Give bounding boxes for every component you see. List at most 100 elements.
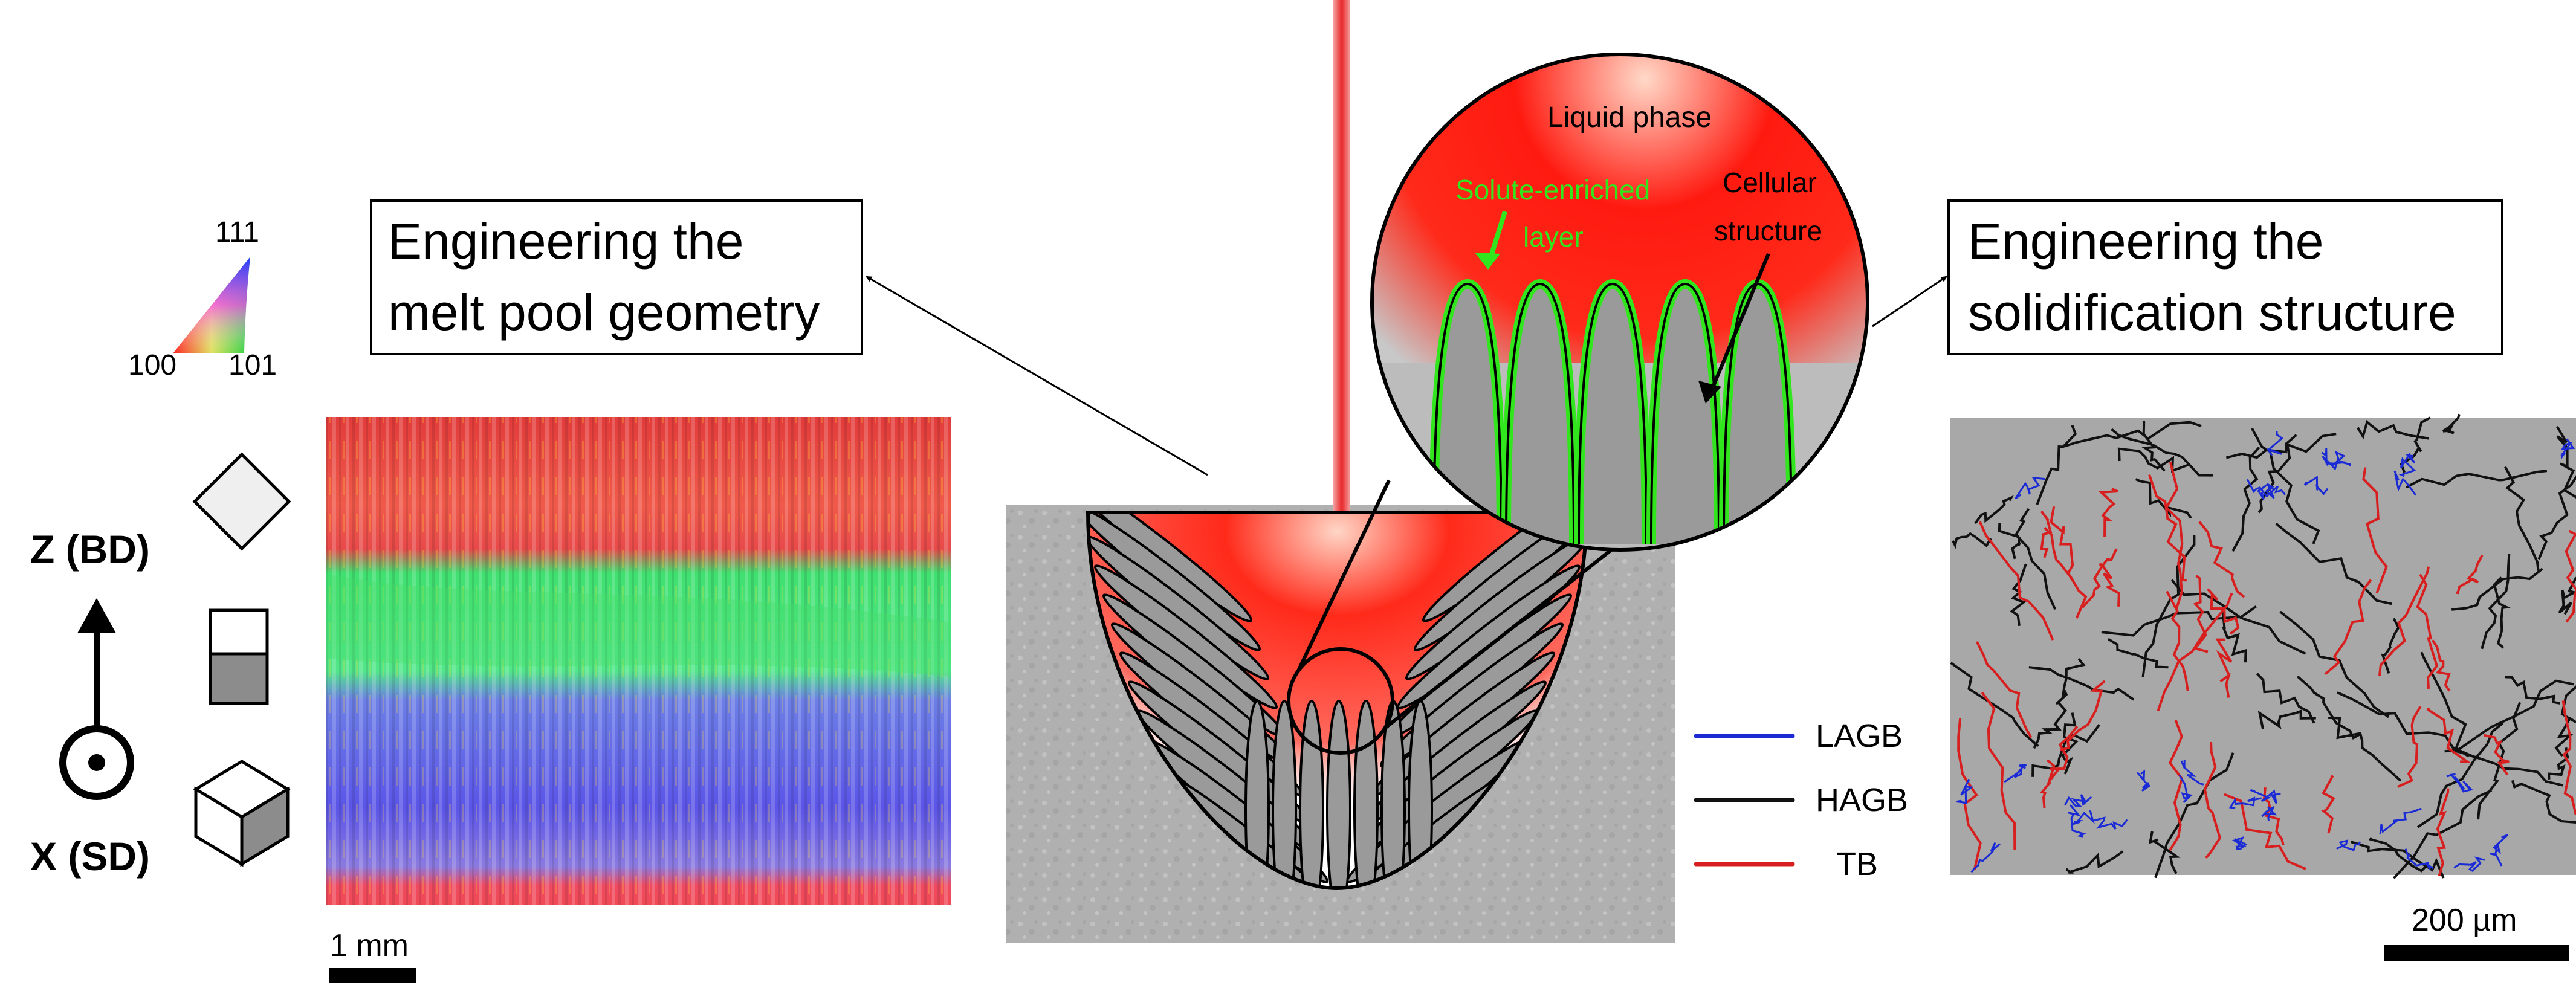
solute-label-line2: layer [1523,221,1584,253]
grain-boundary-segment [2246,479,2286,498]
columnar-grain [1326,700,1351,888]
grain-boundary-segment [2064,794,2092,807]
grain-boundary-segment [2397,706,2422,788]
grain-boundary-segment [2436,788,2450,877]
grain-boundary-segment [2404,848,2434,870]
sample-axes: Z (BD) X (SD) [30,527,150,879]
grain-boundary-segment [2257,709,2316,730]
scale-bar-right: 200 µm [2384,903,2569,961]
pointer-to-solidification-callout [1872,276,1947,328]
cell-dendrite-outline [1505,282,1575,544]
grain-boundary-segment [2111,428,2213,477]
ipf-label-111: 111 [215,216,259,248]
grain-boundary-segment [2044,526,2088,619]
x-axis-out-of-plane-symbol [59,725,134,800]
cell-dendrite-outline [1650,282,1720,544]
grain-boundary-segment [1950,662,2039,747]
columnar-grain [1299,700,1324,888]
laser-beam [1333,0,1350,512]
solute-label-line1: Solute-enriched [1455,174,1650,205]
solute-arrowhead [1475,253,1500,270]
grain-boundary-segment [2166,590,2189,691]
columnar-grain [1272,700,1297,888]
grain-boundary-segment [2504,466,2540,571]
callout-solidification-line1: Engineering the [1968,213,2323,270]
grain-boundary-segment [2379,807,2422,834]
grain-boundary-segment [2040,759,2056,809]
cell-dendrite [1429,279,1506,544]
cube-110-icon [209,608,269,705]
grain-boundary-segment [2561,700,2576,816]
grain-boundary-segment [1978,521,2054,641]
callout-solidification: Engineering the solidification structure [1947,199,2503,355]
legend-label-lagb: LAGB [1816,718,1903,754]
grain-boundary-segment [2157,592,2233,711]
columnar-grain [1353,700,1379,888]
grain-boundary-segment [2481,554,2511,650]
boundary-legend: LAGB HAGB TB [1694,718,1908,882]
grain-boundary-segment [2072,809,2095,825]
grain-boundary-segment [2068,804,2086,838]
grain-boundary-segment [2493,576,2511,649]
grain-boundary-segment [2099,563,2120,607]
z-axis-label: Z (BD) [30,527,150,572]
grain-boundary-segment [2055,658,2086,705]
grain-boundary-segment [2362,467,2388,593]
grain-boundary-segment [2505,676,2561,705]
grain-boundary-segment [2107,638,2169,669]
liquid-phase-label: Liquid phase [1547,102,1712,134]
grain-boundary-segment [2279,610,2390,718]
callout-melt-pool: Engineering the melt pool geometry [370,199,863,355]
grain-boundary-segment [2357,420,2429,440]
grain-boundary-segment [2456,554,2484,595]
cellular-arrowhead [1698,381,1721,404]
grain-boundary-segment [2398,453,2416,477]
callout-solidification-line2: solidification structure [1968,284,2456,341]
grain-boundary-segment [2511,780,2576,824]
legend-label-hagb: HAGB [1816,782,1908,818]
callout-melt-pool-line2: melt pool geometry [388,284,820,341]
grain-boundary-segment [2322,450,2346,471]
scale-bar-left-bar [329,968,416,983]
grain-boundary-segment [2207,588,2240,635]
cellular-dendrites [1429,279,1796,544]
grain-boundary-segment [1998,523,2057,610]
x-axis-label: X (SD) [30,834,150,879]
cell-dendrite [1646,279,1724,544]
grain-boundary-segment [2351,841,2445,879]
grain-boundary-segment [2565,529,2576,623]
grain-boundary-segment [2065,850,2124,874]
crystal-orientation-icons [192,452,291,867]
grain-boundary-segment [2231,446,2260,552]
grain-boundary-segment [2081,548,2118,608]
grain-boundary-segment [2061,712,2079,775]
scale-bar-right-label: 200 µm [2412,903,2517,938]
cube-111-icon [193,760,291,867]
grain-boundary-segment [2059,680,2106,752]
grain-boundary-segment [2141,421,2166,472]
grain-boundary-segment [2321,448,2351,466]
grain-boundary-segment [2256,673,2315,724]
cell-dendrite [1501,279,1579,544]
legend-label-tb: TB [1836,846,1878,882]
grain-boundary-segment [2560,438,2575,460]
grain-boundary-segment [2033,701,2067,749]
grain-boundary-segment [2050,506,2074,581]
solidification-inset: Liquid phase Solute-enriched layer Cellu… [1370,53,1869,552]
x-axis-dot [88,754,105,771]
grain-boundary-segment [2180,760,2204,786]
grain-boundary-segment [2257,434,2297,514]
grain-boundary-segment [2555,425,2576,499]
grain-boundary-segment [2451,679,2574,754]
grain-boundary-segment [2477,702,2522,820]
grain-boundary-segment [2381,618,2400,674]
grain-boundary-segment [2548,747,2569,780]
cellular-label-line2: structure [1714,215,1822,247]
grain-boundary-segment [1952,532,1992,549]
melt-pool [1086,511,1589,891]
grain-boundary-segment [2453,856,2485,872]
grain-boundary-segment [2406,470,2548,489]
grain-boundary-segment [2164,462,2184,610]
grain-boundary-segment [2321,775,2335,834]
